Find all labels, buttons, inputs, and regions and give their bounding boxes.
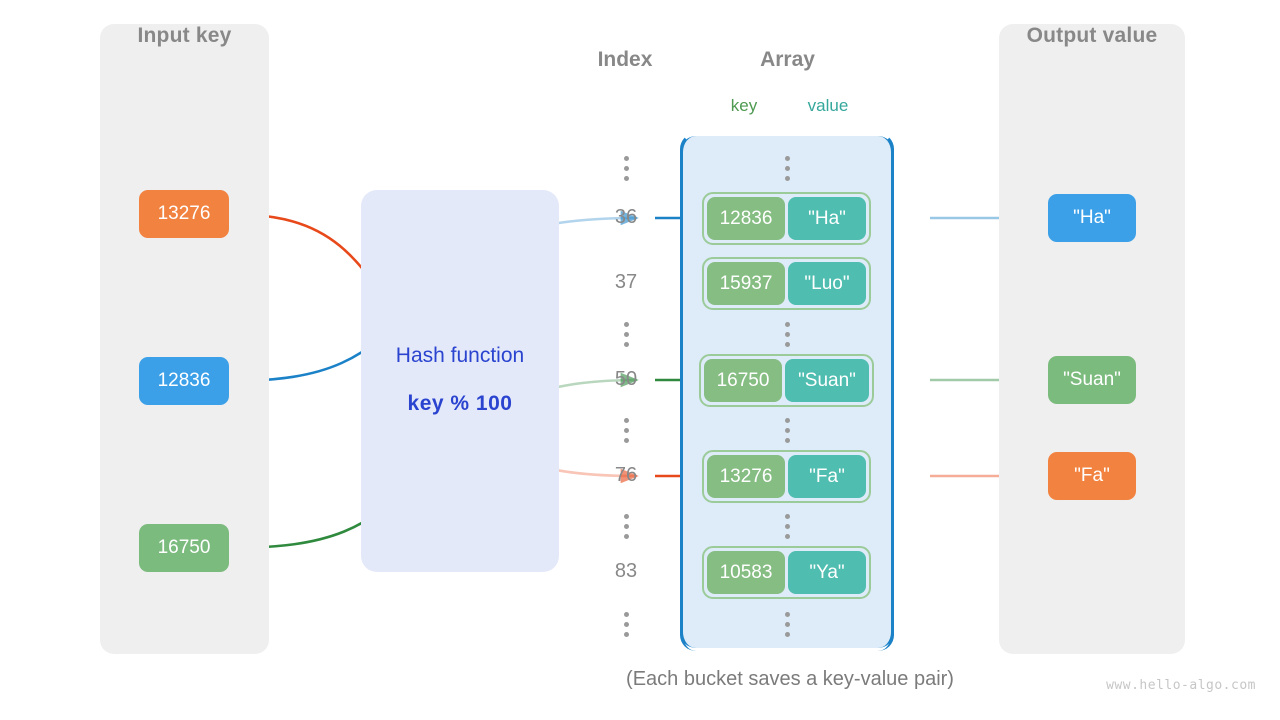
bucket-50-value: "Suan" (785, 359, 869, 402)
index-column-heading: Index (597, 48, 653, 71)
input-key-16750[interactable]: 16750 (139, 524, 229, 572)
bucket-36-value: "Ha" (788, 197, 866, 240)
bucket-83-key: 10583 (707, 551, 785, 594)
bucket-83[interactable]: 10583 "Ya" (702, 546, 871, 599)
output-value-fa[interactable]: "Fa" (1048, 452, 1136, 500)
index-ellipsis-top (618, 156, 634, 181)
array-ellipsis-top (779, 156, 795, 181)
bucket-37[interactable]: 15937 "Luo" (702, 257, 871, 310)
index-ellipsis-4 (618, 514, 634, 539)
output-value-suan[interactable]: "Suan" (1048, 356, 1136, 404)
watermark: www.hello-algo.com (1106, 678, 1256, 693)
output-value-panel (999, 24, 1185, 654)
input-key-12836[interactable]: 12836 (139, 357, 229, 405)
bucket-36-key: 12836 (707, 197, 785, 240)
bucket-76-key: 13276 (707, 455, 785, 498)
index-label-83: 83 (614, 560, 638, 582)
output-value-ha[interactable]: "Ha" (1048, 194, 1136, 242)
bucket-50-key: 16750 (704, 359, 782, 402)
index-label-50: 50 (614, 368, 638, 390)
index-label-76: 76 (614, 464, 638, 486)
bucket-50[interactable]: 16750 "Suan" (699, 354, 874, 407)
output-panel-title: Output value (1026, 24, 1158, 47)
bucket-83-value: "Ya" (788, 551, 866, 594)
bucket-76-value: "Fa" (788, 455, 866, 498)
input-panel-title: Input key (137, 24, 232, 47)
array-ellipsis-2 (779, 322, 795, 347)
key-subheading: key (730, 96, 758, 115)
bucket-37-key: 15937 (707, 262, 785, 305)
array-ellipsis-4 (779, 514, 795, 539)
input-key-13276[interactable]: 13276 (139, 190, 229, 238)
index-ellipsis-2 (618, 322, 634, 347)
hash-function-formula: key % 100 (407, 392, 513, 415)
value-subheading: value (807, 96, 849, 115)
bucket-76[interactable]: 13276 "Fa" (702, 450, 871, 503)
bucket-37-value: "Luo" (788, 262, 866, 305)
index-label-36: 36 (614, 206, 638, 228)
array-ellipsis-bottom (779, 612, 795, 637)
hash-function-label: Hash function (395, 344, 525, 367)
hash-function-box (361, 190, 559, 572)
diagram-caption: (Each bucket saves a key-value pair) (626, 668, 954, 690)
array-column-heading: Array (760, 48, 815, 71)
array-ellipsis-3 (779, 418, 795, 443)
bucket-36[interactable]: 12836 "Ha" (702, 192, 871, 245)
index-ellipsis-3 (618, 418, 634, 443)
index-label-37: 37 (614, 271, 638, 293)
index-ellipsis-bottom (618, 612, 634, 637)
